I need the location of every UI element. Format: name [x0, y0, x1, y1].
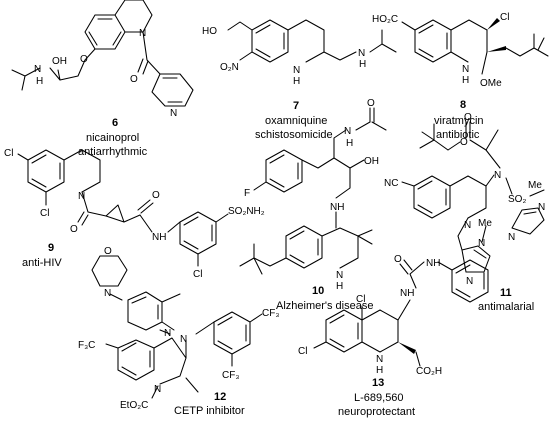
atom-label-carbonyl-oxygen: O — [367, 98, 375, 109]
atom-label-ring-h: H — [336, 281, 343, 292]
structure-11: NC O O N SO₂ N Me N N N Me N 11 antimala… — [384, 112, 545, 313]
atom-label-nitrile: NC — [384, 178, 398, 189]
atom-label-pyridine-nitrogen: N — [170, 108, 177, 119]
atom-label-ring-nitrogen: N — [464, 220, 471, 231]
atom-label-ring-nh: N — [293, 65, 300, 76]
compound-number: 6 — [112, 117, 118, 129]
atom-label-methoxy: OMe — [480, 78, 502, 89]
compound-activity: schistosomicide — [255, 129, 333, 141]
atom-label-nitro: O₂N — [220, 62, 239, 73]
atom-label-ring-h: H — [462, 75, 469, 86]
atom-label-trifluoromethyl: CF₃ — [222, 370, 239, 381]
atom-label-amine-nh: N — [34, 64, 41, 75]
atom-label-ring-nitrogen: N — [154, 384, 161, 395]
atom-label-ring-nh: N — [462, 64, 469, 75]
atom-label-carbonyl-oxygen: O — [152, 190, 160, 201]
atom-label-carbonyl-oxygen: O — [464, 112, 472, 123]
compound-number: 9 — [48, 242, 54, 254]
compound-activity: neuroprotectant — [338, 406, 415, 418]
atom-label-ring-nitrogen: N — [78, 191, 85, 202]
compound-activity: CETP inhibitor — [174, 405, 245, 417]
compound-activity: antiarrhythmic — [78, 146, 148, 158]
compound-activity: Alzheimer's disease — [276, 300, 373, 312]
atom-label-methyl: Me — [528, 180, 542, 191]
compound-activity: anti-HIV — [22, 257, 62, 269]
atom-label-ring-nitrogen: N — [376, 354, 383, 365]
compound-number: 10 — [312, 285, 324, 297]
atom-label-hydroxyl: HO — [202, 26, 217, 37]
compound-number: 12 — [214, 391, 226, 403]
atom-label-carbonyl-oxygen: O — [394, 254, 402, 265]
atom-label-fluorine: F — [244, 188, 250, 199]
compound-name: nicainoprol — [86, 132, 139, 144]
compound-activity: antibiotic — [436, 129, 480, 141]
atom-label-imidazole-nitrogen: N — [478, 238, 485, 249]
atom-label-ring-nitrogen: N — [139, 28, 146, 39]
atom-label-trifluoromethyl: F₃C — [78, 340, 95, 351]
structure-13: Cl Cl NH NH O N H CO₂H 13 L-689,560 neur… — [298, 254, 489, 418]
atom-label-carbonyl-oxygen: O — [130, 74, 138, 85]
atom-label-imidazole-nitrogen: N — [538, 202, 545, 213]
structure-6: O OH N H N O N 6 nicainoprol antiarrhyth… — [11, 0, 194, 158]
atom-label-imidazole-nitrogen: N — [466, 276, 473, 287]
compound-number: 11 — [500, 287, 512, 299]
structure-9: Cl Cl N O O NH SO₂NH₂ Cl 9 anti-HIV — [4, 148, 265, 280]
atom-label-chlorine: Cl — [40, 208, 49, 219]
atom-label-amide-nh: NH — [152, 232, 166, 243]
atom-label-sulfonyl: SO₂ — [508, 194, 526, 205]
atom-label-amine-nh: NH — [330, 202, 344, 213]
atom-label-chlorine: Cl — [4, 148, 13, 159]
atom-label-ethyl-carbamate: EtO₂C — [120, 400, 148, 411]
compound-name: L-689,560 — [354, 392, 404, 404]
atom-label-chlorine: Cl — [356, 294, 365, 305]
compound-number: 8 — [460, 99, 466, 111]
atom-label-pyrimidine-nitrogen: N — [164, 328, 171, 339]
atom-label-morpholine-nitrogen: N — [104, 288, 111, 299]
structure-12: O N N N CF₃ CF₃ F₃C N EtO₂C 12 CETP inhi… — [78, 246, 279, 417]
atom-label-imidazole-nitrogen: N — [508, 232, 515, 243]
atom-label-side-h: H — [359, 59, 366, 70]
atom-label-urea-nh: NH — [400, 288, 414, 299]
atom-label-ester-oxygen: O — [460, 137, 468, 148]
compound-number: 13 — [372, 377, 384, 389]
atom-label-chlorine: Cl — [298, 346, 307, 357]
compound-activity: antimalarial — [478, 301, 534, 313]
atom-label-sulfonamide: SO₂NH₂ — [228, 206, 265, 217]
atom-label-oxygen: O — [80, 54, 88, 65]
atom-label-amide-nh: N — [344, 126, 351, 137]
atom-label-carbonyl-oxygen: O — [70, 224, 78, 235]
atom-label-side-nh: N — [358, 48, 365, 59]
atom-label-carboxylic-acid: HO₂C — [372, 14, 398, 25]
atom-label-sulfonamide-nitrogen: N — [494, 170, 501, 181]
atom-label-morpholine-oxygen: O — [104, 246, 112, 257]
atom-label-methyl: Me — [478, 218, 492, 229]
atom-label-amine-nitrogen: N — [180, 334, 187, 345]
atom-label-carboxylic-acid: CO₂H — [416, 366, 442, 377]
atom-label-ring-h: H — [293, 76, 300, 87]
atom-label-amide-h: H — [346, 138, 353, 149]
structure-10: F N H O OH NH N H 10 Alzheimer's disease — [239, 98, 387, 312]
atom-label-trifluoromethyl: CF₃ — [262, 308, 279, 319]
atom-label-hydroxyl: OH — [364, 156, 379, 167]
atom-label-ring-h: H — [376, 365, 383, 376]
compound-name: oxamniquine — [265, 115, 327, 127]
atom-label-chlorine: Cl — [193, 269, 202, 280]
atom-label-amine-h: H — [36, 76, 43, 87]
structure-7: HO O₂N N H N H 7 oxamniquine schistosomi… — [202, 19, 397, 141]
atom-label-chlorine: Cl — [500, 12, 509, 23]
atom-label-hydroxyl: OH — [52, 56, 67, 67]
compound-number: 7 — [293, 100, 299, 112]
structure-8: HO₂C Cl N H OMe 8 viratmycin antibiotic — [372, 12, 549, 141]
atom-label-urea-nh: NH — [426, 258, 440, 269]
compound-name: viratmycin — [434, 115, 484, 127]
atom-label-ring-nitrogen: N — [336, 270, 343, 281]
